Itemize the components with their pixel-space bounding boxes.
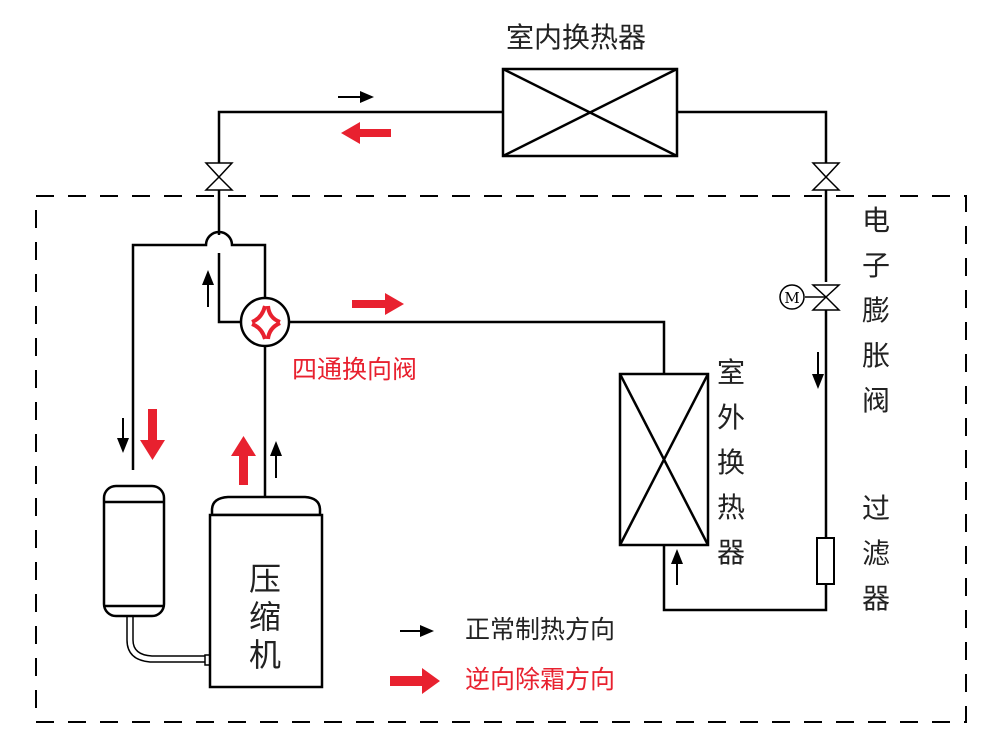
arrow-down-icon: [140, 409, 165, 460]
pipe-to-outdoor: [289, 320, 666, 374]
normal-flow-arrows: [117, 91, 824, 637]
pipe-top-right: [677, 110, 828, 165]
accumulator: [102, 484, 166, 618]
pipe-top-left: [217, 110, 503, 170]
outdoor-unit-boundary: [35, 195, 967, 723]
motor-icon: M: [784, 289, 799, 307]
expansion-valve: [779, 284, 841, 311]
arrow-up-icon: [270, 441, 282, 478]
outdoor-heat-exchanger: [618, 372, 710, 547]
arrow-right-icon: [338, 91, 374, 103]
service-valve-right: [811, 162, 841, 191]
filter: [816, 537, 835, 585]
compressor-label: 压缩机: [249, 560, 282, 674]
four-way-valve-label: 四通换向阀: [292, 355, 418, 384]
service-valve-left: [204, 162, 234, 191]
arrow-left-icon: [341, 122, 391, 144]
legend-normal-label: 正常制热方向: [465, 615, 616, 644]
arrow-down-icon: [812, 352, 824, 389]
pipe-gas-line: [217, 190, 243, 324]
arrow-right-icon: [352, 293, 404, 315]
legend-normal-arrow-icon: [400, 625, 434, 637]
defrost-flow-arrows: [140, 122, 440, 694]
arrow-up-icon: [671, 549, 683, 585]
legend-defrost-arrow-icon: [390, 668, 440, 694]
arrow-up-icon: [202, 270, 214, 307]
four-way-valve: [239, 296, 291, 348]
indoor-hx-label: 室内换热器: [506, 21, 647, 54]
pipe-suction-cross: [131, 230, 267, 470]
outdoor-hx-label: 室外换热器: [716, 356, 745, 569]
filter-label: 过滤器: [861, 492, 890, 615]
indoor-heat-exchanger: [501, 67, 679, 158]
eev-label: 电子膨胀阀: [861, 204, 890, 417]
arrow-down-icon: [117, 418, 129, 453]
pipe-bottom: [662, 545, 828, 612]
compressor: [208, 495, 324, 689]
suction-tube: [126, 617, 212, 666]
legend-defrost-label: 逆向除霜方向: [465, 665, 616, 694]
arrow-up-icon: [231, 436, 256, 485]
